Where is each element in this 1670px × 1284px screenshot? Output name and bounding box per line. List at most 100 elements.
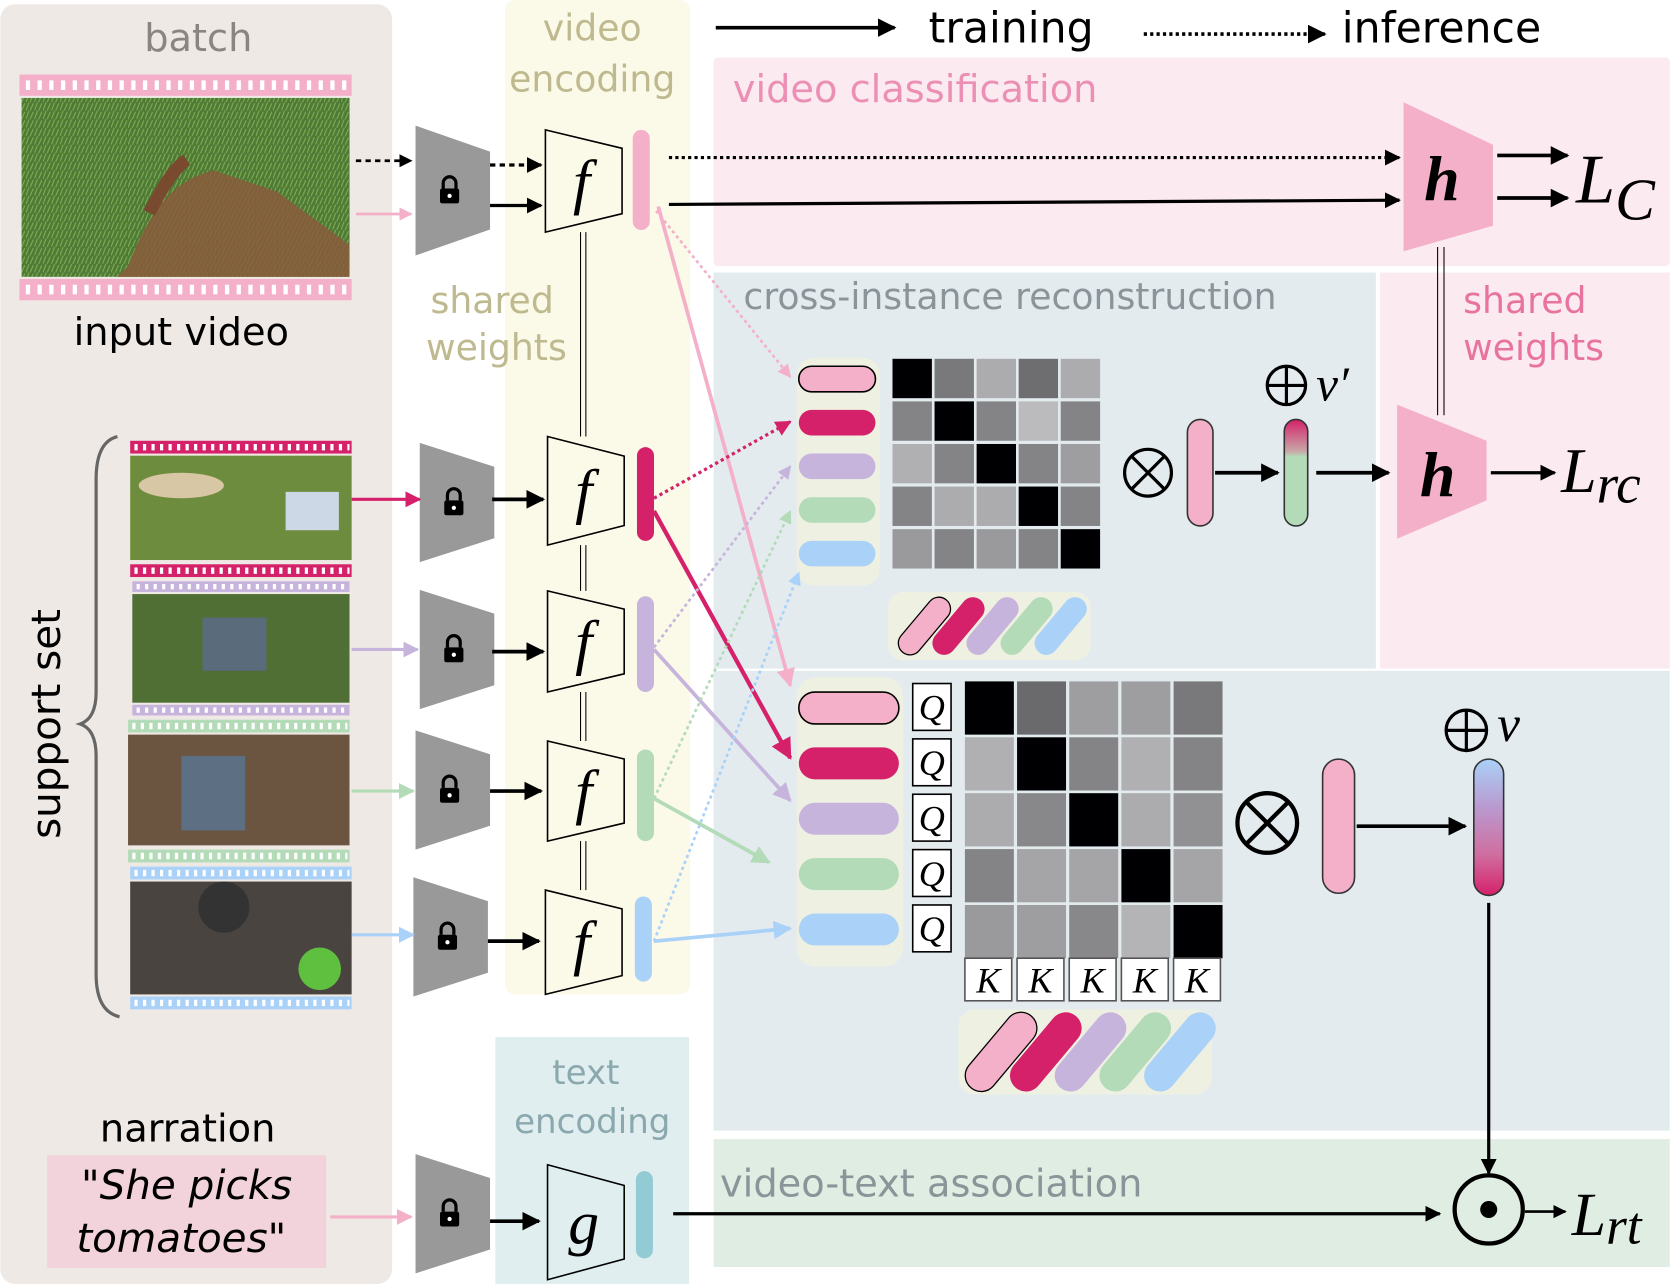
shared-weights-f-label-1: shared	[431, 279, 554, 322]
frozen-backbone-3	[419, 589, 495, 710]
top-attn-cell-3-2	[976, 486, 1016, 526]
bottom-attn-cell-2-3	[1121, 793, 1171, 847]
support-video-2	[132, 581, 350, 716]
svg-text:K: K	[1080, 960, 1107, 1000]
bottom-value-4	[1099, 1012, 1172, 1092]
top-attn-cell-1-2	[976, 401, 1016, 441]
legend-inference: inference	[1342, 4, 1541, 54]
bottom-value-2	[1009, 1012, 1082, 1092]
lock-icon	[440, 774, 460, 803]
bottom-attn-cell-4-1	[1017, 904, 1067, 959]
top-attn-cell-0-1	[934, 358, 974, 399]
text-encoder-g: g	[546, 1163, 625, 1281]
top-attn-cell-1-1	[934, 401, 974, 441]
bottom-attn-cell-2-4	[1173, 793, 1223, 847]
bottom-key-4	[798, 858, 899, 891]
top-attn-cell-2-1	[934, 443, 974, 484]
k-label-4: K	[1120, 957, 1170, 1002]
shared-weights-h-label-2: weights	[1463, 326, 1604, 369]
svg-text:Q: Q	[919, 909, 945, 949]
bottom-attn-cell-1-1	[1017, 737, 1067, 791]
classifier-h-bottom	[1397, 404, 1487, 539]
video-encoder-f-3: f	[546, 589, 625, 694]
bottom-attn-cell-0-4	[1173, 681, 1223, 735]
top-query-vector	[1186, 418, 1214, 527]
film-strip-bottom	[19, 278, 352, 301]
support-set-brace	[75, 434, 120, 1019]
top-key-4	[798, 497, 876, 523]
bottom-attn-cell-1-3	[1121, 737, 1171, 791]
support-video-1	[130, 440, 352, 578]
lock-icon	[440, 175, 460, 204]
top-key-3	[798, 453, 876, 480]
top-attn-cell-0-0	[892, 358, 932, 399]
top-attn-cell-4-1	[934, 529, 974, 569]
video-classification-title: video classification	[733, 67, 1098, 112]
loss-Lc: LC	[1575, 140, 1656, 232]
bottom-attn-cell-4-2	[1069, 904, 1119, 959]
top-key-5	[798, 540, 876, 567]
top-key-1	[798, 365, 877, 393]
top-attn-cell-1-0	[892, 401, 932, 441]
video-text-panel	[713, 1139, 1670, 1267]
top-attn-cell-3-0	[892, 486, 932, 526]
bottom-attn-cell-1-0	[964, 737, 1014, 791]
support-embedding-1	[636, 447, 655, 541]
lock-icon	[444, 634, 464, 663]
narration-text-line2: tomatoes"	[76, 1214, 286, 1262]
top-value-1	[897, 596, 952, 656]
q-label-2: Q	[911, 738, 952, 787]
video-encoding-title-2: encoding	[509, 58, 675, 101]
bottom-attn-cell-0-2	[1069, 681, 1119, 735]
otimes-bottom	[1235, 791, 1300, 855]
v-vector	[1473, 758, 1505, 897]
k-label-5: K	[1172, 957, 1222, 1002]
svg-text:Q: Q	[919, 743, 945, 783]
bottom-attn-cell-3-4	[1173, 849, 1223, 903]
classifier-h-top	[1403, 102, 1493, 252]
svg-text:Q: Q	[919, 688, 945, 728]
svg-text:K: K	[1184, 960, 1211, 1000]
top-attn-cell-3-3	[1018, 486, 1059, 526]
svg-text:Q: Q	[919, 854, 945, 894]
bottom-attn-cell-3-1	[1017, 849, 1067, 903]
bottom-key-3	[798, 802, 899, 835]
top-value-3	[966, 597, 1019, 655]
frozen-backbone-5	[413, 877, 488, 997]
bottom-query-vector	[1321, 758, 1356, 895]
bottom-attn-cell-0-0	[964, 681, 1014, 735]
bottom-attn-cell-3-2	[1069, 849, 1119, 903]
top-key-2	[798, 409, 876, 436]
oplus-bottom	[1444, 708, 1489, 753]
bottom-attn-cell-3-0	[964, 849, 1014, 903]
text-embedding	[635, 1171, 653, 1259]
top-attn-cell-3-1	[934, 486, 974, 526]
video-encoder-f-4: f	[546, 740, 625, 843]
k-label-3: K	[1068, 957, 1117, 1002]
input-video-label: input video	[74, 310, 289, 355]
bottom-attn-cell-4-4	[1173, 904, 1223, 959]
video-text-title: video-text association	[720, 1162, 1142, 1207]
loss-Lrt: Lrt	[1571, 1181, 1643, 1256]
top-attn-cell-2-4	[1060, 443, 1101, 484]
bottom-attn-cell-0-3	[1121, 681, 1171, 735]
v-label: v	[1497, 696, 1520, 753]
top-attn-cell-2-2	[976, 443, 1016, 484]
bottom-key-1	[798, 691, 900, 725]
video-encoder-f-2: f	[546, 435, 625, 547]
frozen-backbone-4	[415, 730, 491, 850]
narration-label: narration	[100, 1106, 275, 1151]
q-label-4: Q	[911, 848, 952, 898]
support-embedding-3	[636, 749, 655, 842]
top-attn-cell-2-0	[892, 443, 932, 484]
bottom-value-3	[1054, 1012, 1127, 1092]
top-attn-cell-4-2	[976, 529, 1016, 569]
bottom-attn-cell-0-1	[1017, 681, 1067, 735]
v-prime-vector	[1283, 418, 1309, 527]
narration-box	[47, 1155, 327, 1269]
loss-Lrc: Lrc	[1560, 435, 1641, 515]
video-encoder-f-1: f	[544, 128, 623, 234]
input-video	[19, 74, 352, 301]
lock-icon	[437, 921, 458, 950]
oplus-top	[1265, 364, 1308, 407]
